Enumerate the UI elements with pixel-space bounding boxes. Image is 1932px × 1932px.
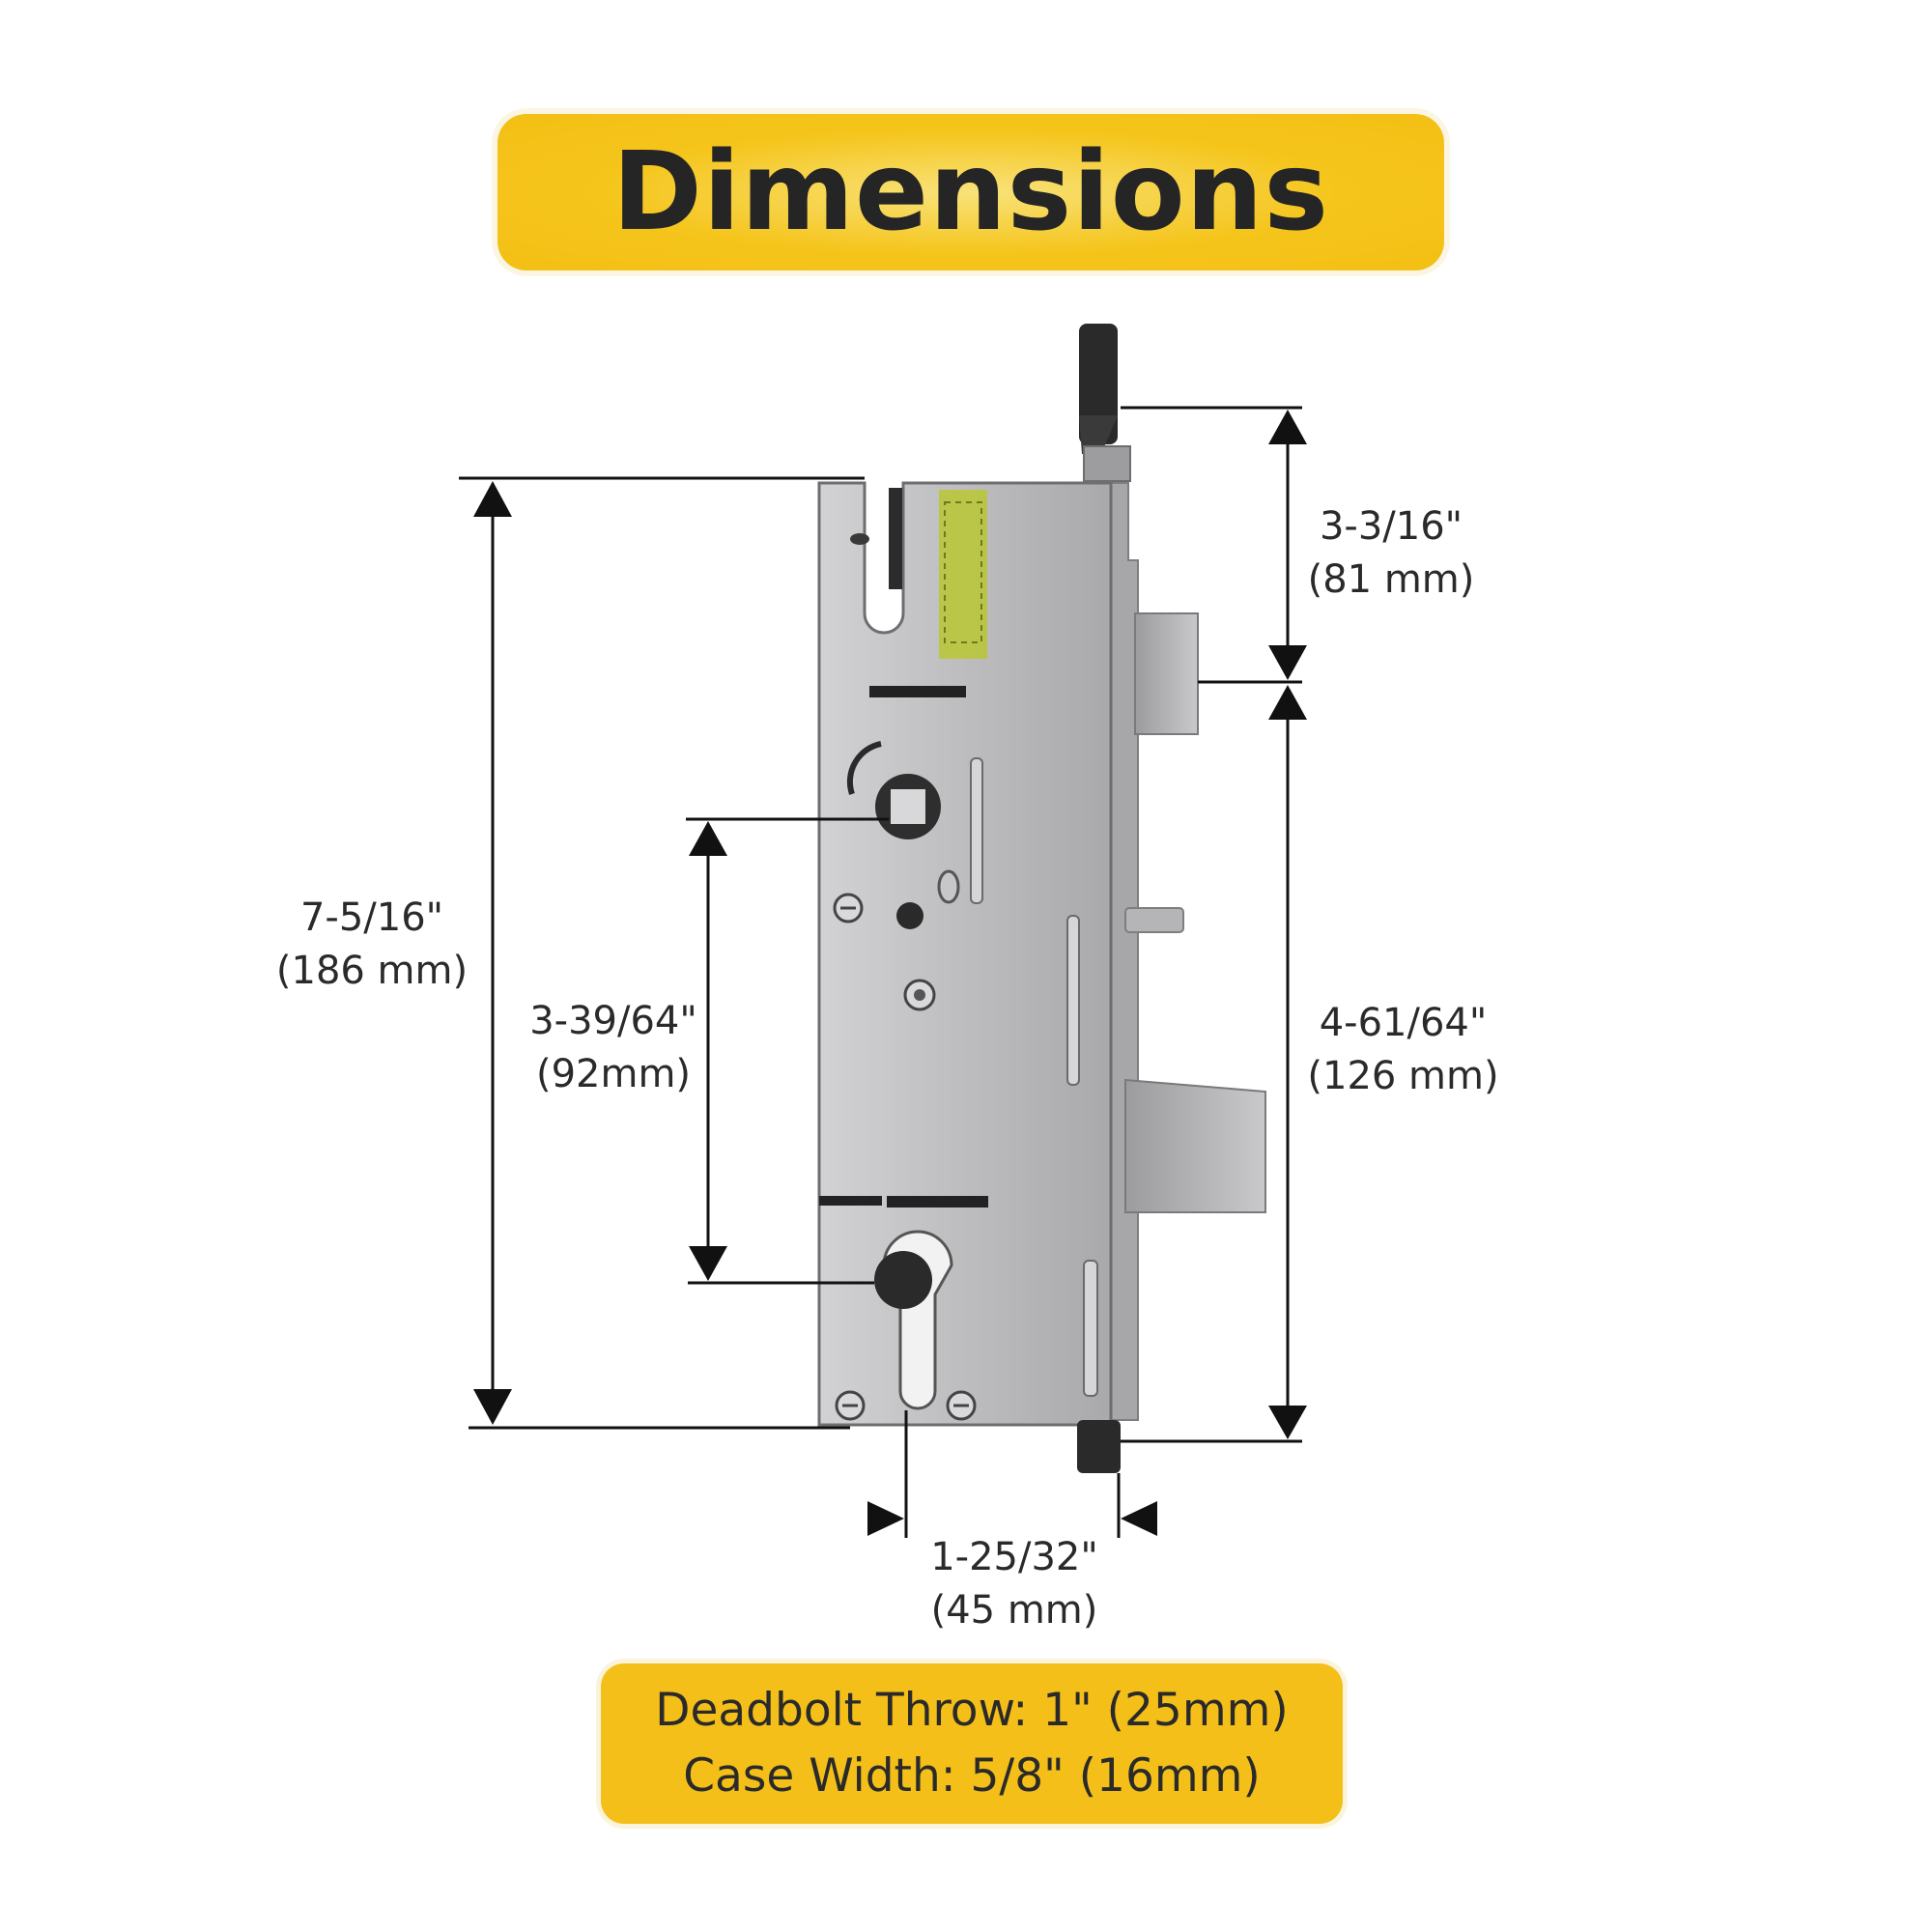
label-top-deadbolt: 3-3/16" (81 mm) bbox=[1299, 500, 1483, 607]
overall-height-metric: (186 mm) bbox=[275, 949, 469, 993]
screw-top bbox=[850, 533, 869, 545]
top-hook bbox=[1079, 324, 1131, 482]
hole-round bbox=[896, 902, 923, 929]
backset-metric: (45 mm) bbox=[930, 1588, 1098, 1633]
specs-banner: Deadbolt Throw: 1" (25mm) Case Width: 5/… bbox=[601, 1663, 1343, 1824]
page-title: Dimensions bbox=[611, 129, 1330, 255]
spindle-hub bbox=[875, 774, 941, 839]
top-slot bbox=[889, 488, 902, 589]
slot-lower-left bbox=[819, 1196, 882, 1206]
bottom-hook bbox=[1077, 1420, 1121, 1473]
guide-slot-2 bbox=[1066, 915, 1080, 1086]
latch bbox=[1124, 1078, 1266, 1213]
arc-guide bbox=[846, 741, 882, 795]
guide-slot-1 bbox=[970, 757, 983, 904]
lock-faceplate bbox=[817, 481, 1113, 1427]
dim-line-backset bbox=[867, 1410, 1157, 1538]
dim-line-spindle-cylinder bbox=[686, 817, 889, 1285]
deadbolt-bottom-imperial: 4-61/64" bbox=[1319, 1001, 1488, 1045]
dim-line-top-deadbolt bbox=[1121, 406, 1307, 684]
slot-lower-right bbox=[887, 1196, 988, 1208]
top-deadbolt-imperial: 3-3/16" bbox=[1319, 504, 1463, 549]
spindle-cylinder-metric: (92mm) bbox=[535, 1052, 692, 1096]
label-deadbolt-bottom: 4-61/64" (126 mm) bbox=[1299, 997, 1507, 1103]
label-spindle-cylinder: 3-39/64" (92mm) bbox=[502, 995, 724, 1101]
screw-center bbox=[903, 979, 936, 1011]
dim-line-overall-height bbox=[459, 476, 865, 1430]
cylinder-hole bbox=[874, 1230, 953, 1410]
screw-bottom-right bbox=[946, 1390, 977, 1421]
oval-hole bbox=[937, 869, 960, 904]
screw-bottom-left bbox=[835, 1390, 866, 1421]
title-banner: Dimensions bbox=[497, 114, 1444, 270]
deadbolt-throw-spec: Deadbolt Throw: 1" (25mm) bbox=[655, 1684, 1289, 1737]
dim-line-deadbolt-bottom bbox=[1121, 685, 1307, 1443]
deadbolt bbox=[1134, 612, 1199, 735]
label-overall-height: 7-5/16" (186 mm) bbox=[261, 892, 483, 998]
spindle-cylinder-imperial: 3-39/64" bbox=[529, 999, 697, 1043]
overall-height-imperial: 7-5/16" bbox=[299, 895, 444, 940]
slot-upper bbox=[869, 686, 966, 697]
label-sticker bbox=[939, 490, 987, 659]
screw-left bbox=[833, 893, 864, 923]
label-backset: 1-25/32" (45 mm) bbox=[903, 1531, 1125, 1637]
guide-slot-3 bbox=[1083, 1260, 1098, 1397]
deadbolt-bottom-metric: (126 mm) bbox=[1307, 1054, 1499, 1098]
backset-imperial: 1-25/32" bbox=[930, 1535, 1098, 1579]
top-deadbolt-metric: (81 mm) bbox=[1307, 557, 1475, 602]
case-width-spec: Case Width: 5/8" (16mm) bbox=[683, 1749, 1261, 1803]
